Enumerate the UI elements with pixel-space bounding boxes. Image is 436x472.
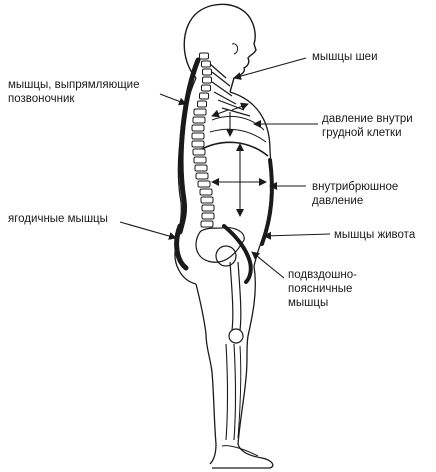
vertebra	[191, 124, 205, 132]
vertebra	[201, 84, 211, 92]
vertebra	[197, 100, 207, 108]
femur	[237, 261, 242, 331]
label-line: внутрибрюшное	[312, 181, 399, 193]
vertebra	[200, 196, 214, 204]
label-line: давление	[312, 195, 364, 207]
label-abdominal-muscles: мышцы живота	[334, 228, 415, 242]
vertebra	[199, 52, 209, 60]
label-gluteal: ягодичные мышцы	[8, 212, 108, 226]
label-line: мышцы живота	[334, 229, 416, 241]
hip-joint	[215, 245, 237, 267]
vertebra	[201, 204, 215, 212]
abdominal-muscle	[260, 158, 274, 246]
spine	[191, 52, 215, 228]
label-line: подвздошно-	[288, 269, 357, 281]
vertebra	[202, 76, 212, 84]
vertebra	[194, 164, 208, 172]
femur	[229, 261, 234, 331]
label-erector-spinae: мышцы, выпрямляющие позвоночник	[8, 78, 140, 106]
head-outline	[183, 3, 257, 93]
vertebra	[191, 140, 205, 148]
erector-spinae-muscle	[177, 57, 201, 235]
leg-front-outline	[212, 265, 274, 469]
vertebra	[199, 92, 209, 100]
vertebra	[200, 220, 214, 228]
arrow-erector-spinae	[159, 93, 187, 106]
arrow-neck	[233, 57, 307, 80]
ear	[231, 43, 239, 55]
vertebra	[201, 60, 211, 68]
vertebra	[195, 172, 209, 180]
rib	[209, 128, 267, 143]
label-line: позвоночник	[8, 93, 75, 105]
vertebra	[192, 148, 206, 156]
label-line: давление внутри	[322, 113, 413, 125]
label-line: мышцы, выпрямляющие	[8, 79, 140, 91]
label-line: мышцы	[288, 297, 329, 309]
knee-cap	[228, 328, 244, 344]
label-neck: мышцы шеи	[312, 50, 378, 64]
label-thoracic-pressure: давление внутри грудной клетки	[322, 112, 413, 140]
vertebra	[201, 212, 215, 220]
vertebra	[197, 180, 211, 188]
label-iliopsoas: подвздошно- поясничные мышцы	[288, 268, 357, 310]
pressure-arrow	[211, 109, 229, 118]
vertebra	[191, 132, 205, 140]
label-abdominal-pressure: внутрибрюшное давление	[312, 180, 398, 208]
rib	[211, 115, 265, 131]
iliopsoas-muscle	[222, 224, 253, 284]
tibia	[233, 343, 237, 441]
label-line: грудной клетки	[322, 127, 402, 139]
neck-muscles	[209, 63, 251, 117]
label-line: ягодичные мышцы	[8, 213, 108, 225]
foot-bones	[221, 445, 259, 457]
arrow-abdominal-muscles	[263, 231, 331, 240]
vertebra	[202, 68, 212, 76]
diaphragm	[199, 141, 269, 157]
leg-back-outline	[195, 283, 217, 465]
arrow-gluteal	[119, 221, 177, 240]
label-line: поясничные	[288, 283, 353, 295]
fibula	[237, 345, 242, 439]
pelvis	[195, 227, 245, 263]
gluteal-muscle	[174, 223, 189, 271]
pressure-arrow	[231, 102, 249, 111]
tibia	[225, 343, 229, 441]
vertebra	[193, 108, 207, 116]
label-line: мышцы шеи	[312, 51, 378, 63]
arrow-iliopsoas	[251, 251, 285, 279]
vertebra	[193, 156, 207, 164]
vertebra	[192, 116, 206, 124]
vertebra	[199, 188, 213, 196]
